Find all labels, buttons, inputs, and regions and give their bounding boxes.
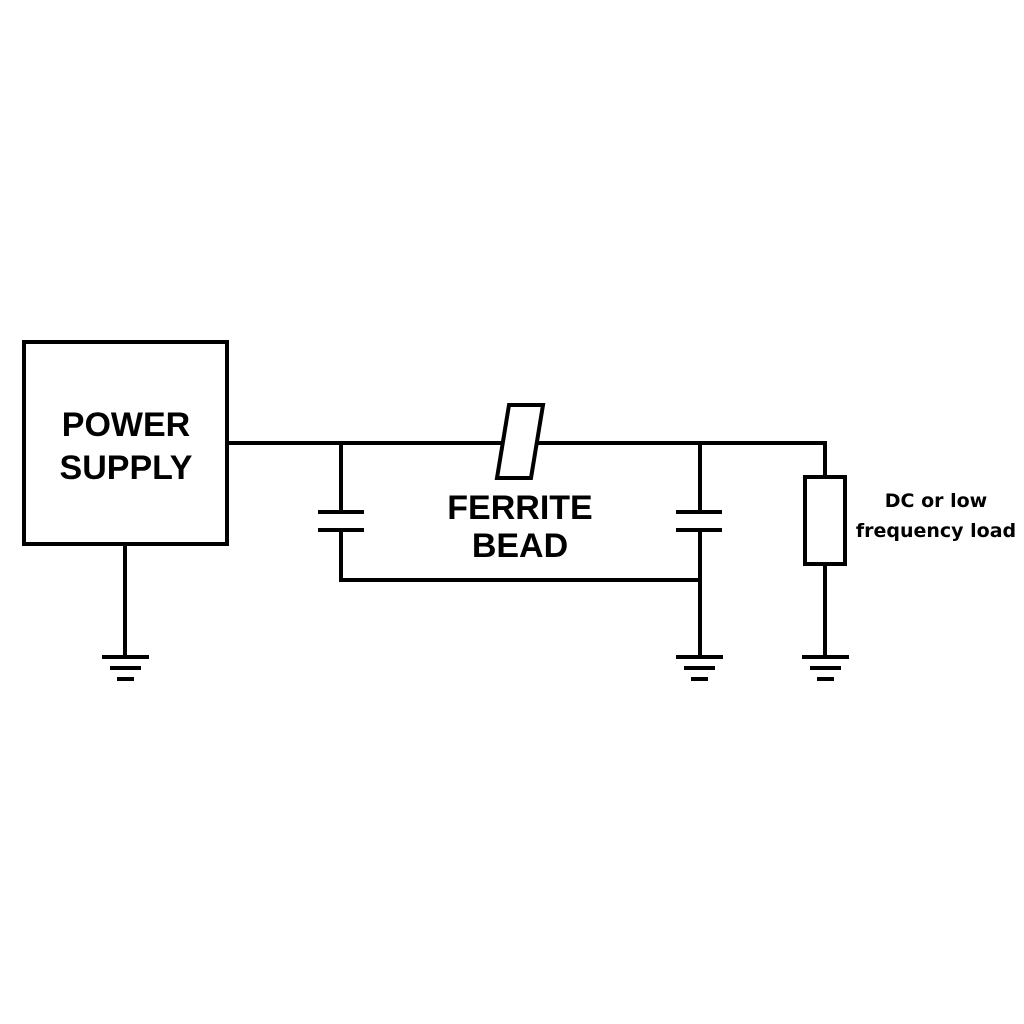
capacitor-ground-icon xyxy=(676,655,723,681)
power-supply-label-line2: SUPPLY xyxy=(60,449,193,487)
ferrite-bead: FERRITE BEAD xyxy=(447,403,593,565)
ferrite-bead-label-line2: BEAD xyxy=(472,527,568,565)
load-ground-icon xyxy=(802,655,849,681)
load-resistor: DC or low frequency load xyxy=(803,441,1016,659)
load-label-line2: frequency load xyxy=(856,520,1016,542)
output-capacitor xyxy=(676,441,722,659)
ferrite-bead-label-line1: FERRITE xyxy=(447,489,592,527)
load-resistor-symbol xyxy=(803,475,847,566)
input-capacitor xyxy=(318,441,364,582)
power-supply-label-line1: POWER xyxy=(62,406,190,444)
power-supply: POWER SUPPLY xyxy=(22,340,229,546)
ferrite-bead-symbol xyxy=(494,403,546,480)
load-label-line1: DC or low xyxy=(885,490,988,512)
power-supply-ground-icon xyxy=(102,543,149,681)
power-supply-box xyxy=(22,340,229,546)
